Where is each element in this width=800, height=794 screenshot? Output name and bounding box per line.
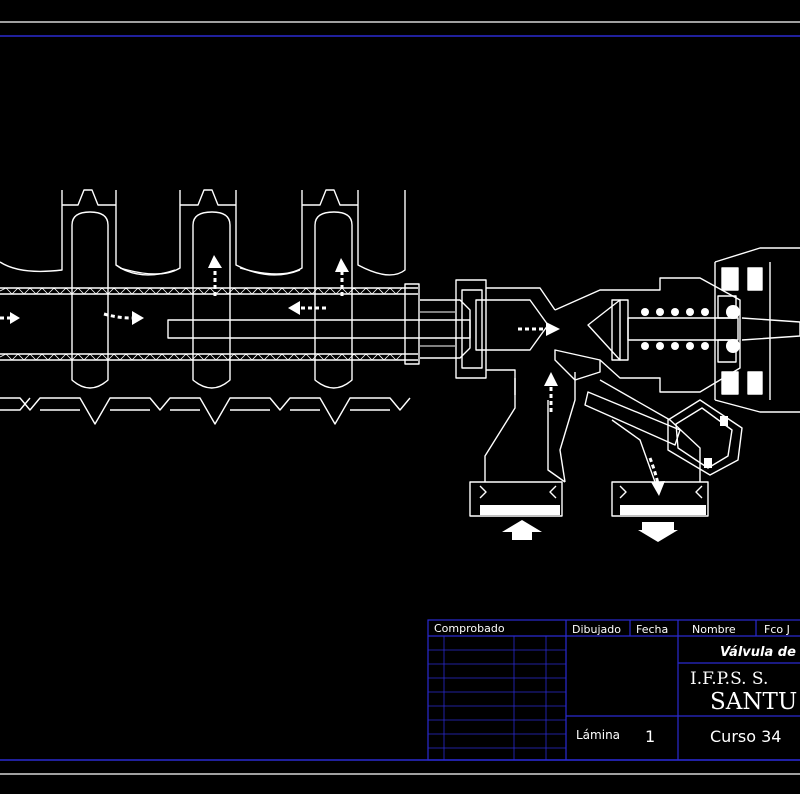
pipe-body — [0, 283, 420, 425]
school-line-1: I.F.P.S. S. — [690, 669, 768, 689]
curso-text: Curso 34 — [710, 727, 781, 746]
valve-assembly — [0, 189, 800, 517]
valve-stem — [167, 299, 471, 359]
label-fecha: Fecha — [636, 623, 668, 636]
drawing-frame — [0, 21, 800, 775]
outlet-body — [469, 372, 709, 517]
label-lamina: Lámina — [576, 728, 620, 742]
flow-arrow-stem — [518, 322, 560, 336]
flow-arrow-inlet — [0, 312, 20, 324]
outlet-arrow-down — [638, 522, 678, 542]
solenoid-box — [667, 399, 743, 476]
drawing-title: Válvula de — [720, 645, 796, 660]
title-block: Comprobado Dibujado Fecha Nombre Fco J V… — [427, 619, 800, 761]
nombre-value: Fco J — [764, 623, 790, 636]
coupling-nut — [455, 279, 556, 395]
end-cap — [714, 247, 800, 413]
tube-chamber-3 — [239, 189, 406, 389]
flow-arrow-outlet-up — [544, 372, 558, 412]
inlet-arrow-up — [502, 520, 542, 540]
flow-arrow-return-left — [288, 301, 326, 315]
tube-chamber-2 — [119, 189, 301, 389]
label-nombre: Nombre — [692, 623, 736, 636]
flow-arrow-chamber-2-up — [208, 255, 222, 296]
spring-coil — [641, 305, 740, 353]
label-dibujado: Dibujado — [572, 623, 621, 636]
flow-arrow-chamber-1 — [103, 311, 144, 325]
valve-body — [554, 277, 741, 393]
flow-arrows — [0, 255, 665, 496]
lamina-value: 1 — [645, 727, 655, 746]
port-arrows — [502, 520, 678, 542]
flow-arrow-outlet-down — [648, 457, 665, 496]
school-line-2: SANTU — [710, 689, 797, 715]
flow-arrow-chamber-3-up — [335, 258, 349, 296]
label-comprobado: Comprobado — [434, 622, 505, 635]
